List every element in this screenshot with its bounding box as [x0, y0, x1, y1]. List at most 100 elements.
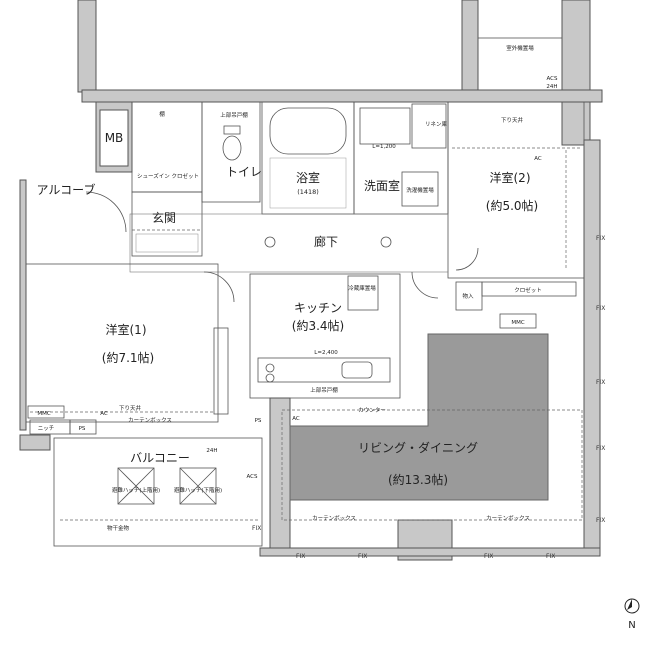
acs-label-top: ACS [547, 76, 559, 82]
entrance-label: 玄関 [152, 210, 176, 225]
ps-mid-label: PS [255, 418, 262, 424]
fridge-space [347, 275, 379, 311]
living-label: リビング・ダイニング [358, 440, 478, 455]
fix-label-4: FIX [546, 553, 555, 560]
l2400-label: L=2,400 [314, 350, 338, 356]
alcove-label: アルコーブ [37, 182, 96, 197]
outdoor-unit-label: 室外機置場 [506, 44, 534, 52]
h24-label-top: 24H [546, 84, 557, 90]
wall-bottom [259, 547, 601, 557]
fridge-label: 冷蔵庫置場 [348, 284, 376, 292]
entrance-tile [135, 233, 199, 253]
washer-space [401, 171, 439, 207]
north-label: N [628, 620, 635, 631]
column-top-left [77, 0, 97, 93]
mmc-box-left [27, 405, 65, 419]
door-arc-kitchen [411, 271, 439, 299]
lowered-ceiling-label-r1: 下り天井 [119, 404, 142, 412]
mb-label: MB [105, 131, 124, 145]
curtain-box-label-l1: カーテンボックス [312, 514, 356, 522]
wall-right [583, 139, 601, 551]
ac-label-living: AC [292, 416, 300, 422]
toilet-bowl [222, 135, 242, 161]
bathtub [269, 107, 347, 155]
door-arc-entrance [85, 191, 127, 233]
mb-inner [99, 109, 129, 167]
mmc-left-label: MMC [37, 411, 50, 417]
evac-down-label: 避難ハッチ(下階用) [174, 486, 222, 494]
closet-room2 [481, 281, 577, 297]
closet-r2-label: クロゼット [514, 286, 542, 294]
western-room-2 [447, 101, 585, 279]
bath-size-label: (1418) [297, 188, 319, 196]
toilet-label: トイレ [226, 165, 262, 179]
ps-left-label: PS [79, 426, 86, 432]
niche-label: ニッチ [38, 425, 55, 432]
fix-label-5: FIX [596, 235, 605, 242]
wall-top [81, 89, 603, 103]
burner-1 [265, 363, 275, 373]
washer-label: 洗濯機置場 [406, 186, 434, 194]
bath-label: 浴室 [296, 170, 320, 185]
mmc-right-label: MMC [511, 320, 524, 326]
fix-label-10: FIX [252, 525, 261, 532]
evac-hatch-down [179, 467, 217, 505]
burner-2 [265, 373, 275, 383]
drying-label: 物干金物 [107, 524, 130, 532]
shoes-closet-label: シューズイン クロゼット [137, 172, 199, 180]
north-arrow-icon [624, 598, 640, 614]
fix-label-1: FIX [296, 553, 305, 560]
ac-label-r1: AC [100, 411, 108, 417]
light-2 [380, 236, 392, 248]
linen-label: リネン庫 [425, 120, 448, 128]
kitchen-size-label: (約3.4帖) [292, 318, 344, 333]
western1-label: 洋室(1) [106, 322, 147, 337]
light-1 [264, 236, 276, 248]
hallway-label: 廊下 [314, 234, 338, 249]
living-floor [289, 333, 549, 501]
column-bottom-mid [269, 397, 291, 549]
storage-label: 物入 [462, 292, 474, 300]
closet-room1 [213, 327, 229, 415]
fix-label-3: FIX [484, 553, 493, 560]
column-top-mid [461, 0, 479, 93]
washroom-label: 洗面室 [364, 178, 400, 193]
living-size-label: (約13.3帖) [388, 472, 448, 487]
fix-label-7: FIX [596, 379, 605, 386]
ac-label-r2: AC [534, 156, 542, 162]
column-top-right [561, 0, 591, 146]
vanity [359, 107, 411, 145]
door-arc-room1 [203, 271, 235, 303]
toilet-cabinet-label: 上部吊戸棚 [220, 111, 248, 119]
evac-up-label: 避難ハッチ(上階用) [112, 486, 160, 494]
linen-closet [411, 103, 447, 149]
entrance-area [131, 191, 203, 257]
fix-label-2: FIX [358, 553, 367, 560]
l1200-label: L=1,200 [372, 144, 396, 150]
balcony-area [53, 437, 263, 547]
evac-hatch-up [117, 467, 155, 505]
western-room-1 [25, 263, 219, 423]
ps-box-left [69, 419, 97, 435]
counter-label: カウンター [358, 406, 386, 414]
bath-floor [269, 157, 347, 209]
hallway-area [129, 213, 449, 273]
kitchen-cabinet-label: 上部吊戸棚 [310, 386, 338, 394]
fix-label-6: FIX [596, 305, 605, 312]
wall-left-bottom [19, 434, 51, 451]
curtain-box-label-r1: カーテンボックス [128, 416, 172, 424]
kitchen-room [249, 273, 401, 399]
fix-label-8: FIX [596, 445, 605, 452]
balcony-label: バルコニー [130, 451, 190, 465]
h24-label-bal: 24H [206, 448, 217, 454]
toilet-room [201, 101, 261, 203]
fix-label-9: FIX [596, 517, 605, 524]
kitchen-sink [341, 361, 373, 379]
lowered-ceiling-label-r2: 下り天井 [501, 116, 524, 124]
outdoor-unit-area [477, 37, 563, 91]
mmc-box-right [499, 313, 537, 329]
kitchen-counter [257, 357, 391, 383]
western2-label: 洋室(2) [490, 170, 531, 185]
toilet-tank [223, 125, 241, 135]
